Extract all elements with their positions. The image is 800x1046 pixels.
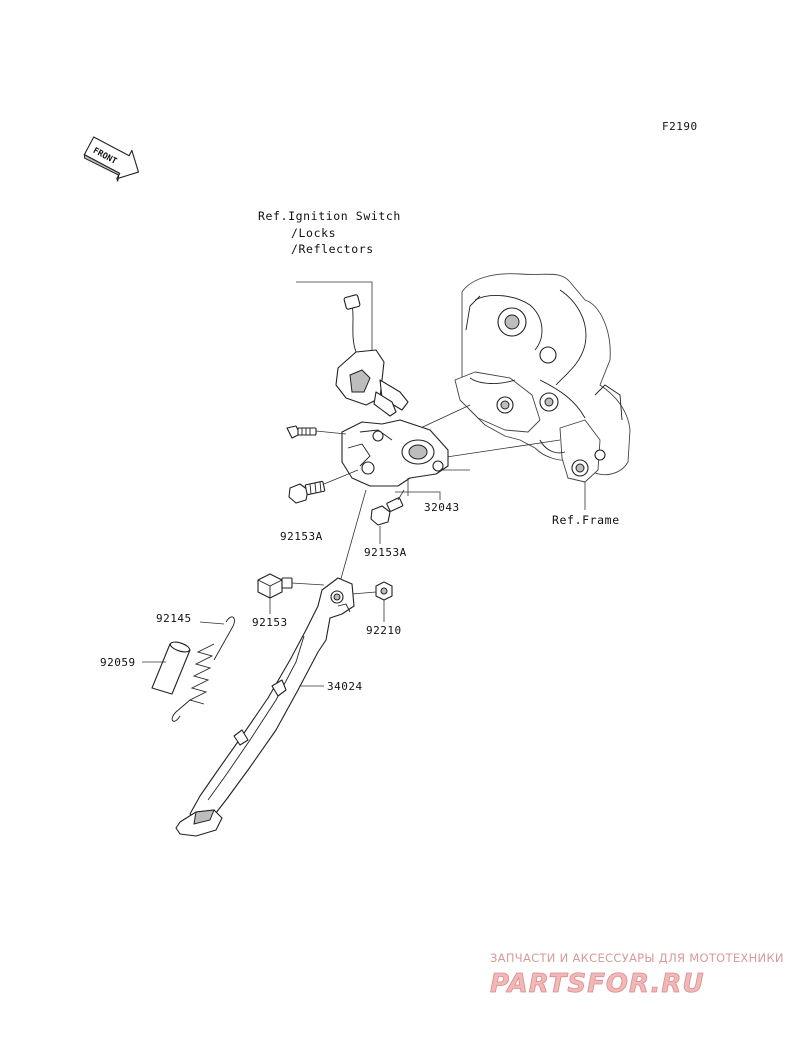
part-label-92153A-right: 92153A: [364, 546, 407, 559]
ref-ignition-line1: Ref.Ignition Switch: [258, 209, 401, 223]
part-label-34024: 34024: [327, 680, 363, 693]
part-34024-side-stand: [175, 577, 355, 837]
watermark-tagline: ЗАПЧАСТИ И АКСЕССУАРЫ ДЛЯ МОТОТЕХНИКИ: [490, 951, 784, 965]
part-label-92153A-left: 92153A: [280, 530, 323, 543]
part-label-92145: 92145: [156, 612, 192, 625]
part-label-32043: 32043: [424, 501, 460, 514]
watermark-brand: PARTSFOR.RU: [490, 969, 704, 999]
part-92145-spring: [171, 616, 235, 722]
part-32043-bracket: [341, 419, 449, 487]
part-label-92153: 92153: [252, 616, 288, 629]
ref-ignition-leader: [296, 281, 373, 352]
ref-ignition-line2: /Locks: [291, 226, 336, 240]
part-92059-spring-cover: [142, 641, 191, 695]
bolt-top-small: [286, 425, 347, 439]
ref-ignition-switch: Ref.Ignition Switch /Locks /Reflectors: [258, 209, 401, 256]
side-stand-switch: [335, 294, 409, 417]
part-label-92210: 92210: [366, 624, 402, 637]
watermark: ЗАПЧАСТИ И АКСЕССУАРЫ ДЛЯ МОТОТЕХНИКИ PA…: [490, 951, 784, 999]
front-direction-arrow-icon: FRONT: [83, 136, 140, 182]
part-92153A-bolt-right: [370, 489, 405, 544]
ref-frame-label: Ref.Frame: [552, 513, 620, 527]
part-label-92059: 92059: [100, 656, 136, 669]
part-92210-nut: [351, 581, 393, 622]
frame-structure: [454, 273, 631, 483]
part-92153A-bolt-left: [288, 469, 359, 504]
ref-ignition-line3: /Reflectors: [291, 242, 374, 256]
part-92153-bolt: [257, 573, 325, 614]
figure-code: F2190: [662, 120, 698, 133]
